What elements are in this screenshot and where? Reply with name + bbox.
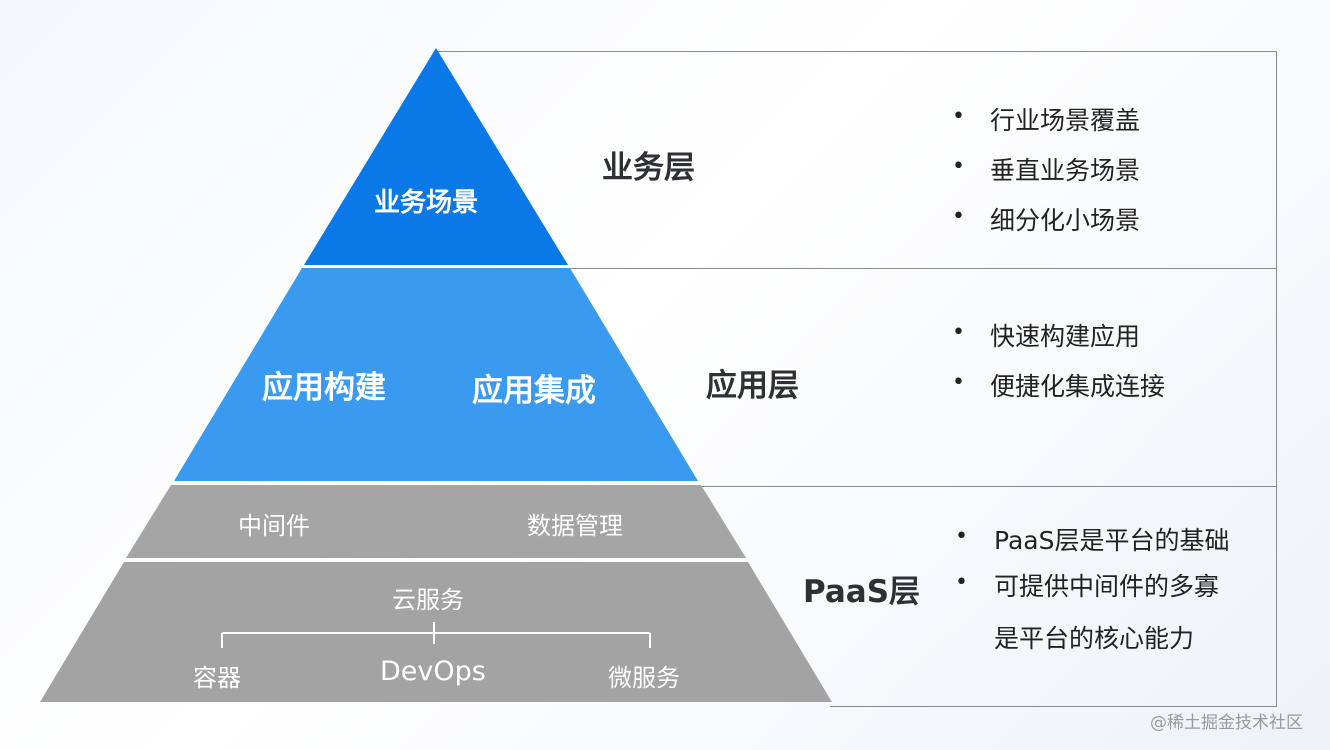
bullet-dot: • [952,154,965,179]
watermark: @稀土掘金技术社区 [1150,713,1303,733]
middle-left-label: 应用构建 [262,370,386,406]
bullet-dot: • [955,524,968,549]
bullet-dot: • [952,204,965,229]
base-title-label: 云服务 [392,586,464,614]
pyramid-top-layer [304,48,568,265]
middle-right-label: 应用集成 [472,373,596,409]
band-right-label: 数据管理 [527,512,623,540]
base-item-label: 微服务 [608,664,680,692]
pyramid-band-layer [126,485,746,558]
bullet-text: 可提供中间件的多寡 [994,572,1220,601]
layer-name-business: 业务层 [602,150,695,186]
bullet-text: 细分化小场景 [990,206,1141,235]
pyramid-middle-layer [174,268,698,481]
base-item-label: DevOps [380,656,486,687]
panel-top-border [436,51,1277,52]
bullet-text: 快速构建应用 [990,322,1141,351]
layer-name-paas: PaaS层 [803,574,921,610]
bullet-dot: • [955,570,968,595]
band-left-label: 中间件 [238,512,310,540]
bullet-text: PaaS层是平台的基础 [994,526,1230,555]
top-layer-label: 业务场景 [374,188,479,218]
panel-bottom-border [830,706,1277,707]
bullet-text: 行业场景覆盖 [990,106,1141,135]
bullet-dot: • [952,320,965,345]
divider-business-app [568,268,1277,269]
panel-right-border [1276,51,1277,707]
bullet-text: 垂直业务场景 [990,156,1141,185]
bullet-dot: • [952,104,965,129]
bullet-dot: • [952,370,965,395]
divider-app-paas [698,486,1277,487]
layer-name-application: 应用层 [706,368,799,404]
bullet-text: 是平台的核心能力 [994,624,1195,653]
base-item-label: 容器 [193,664,241,692]
bullet-text: 便捷化集成连接 [990,372,1166,401]
